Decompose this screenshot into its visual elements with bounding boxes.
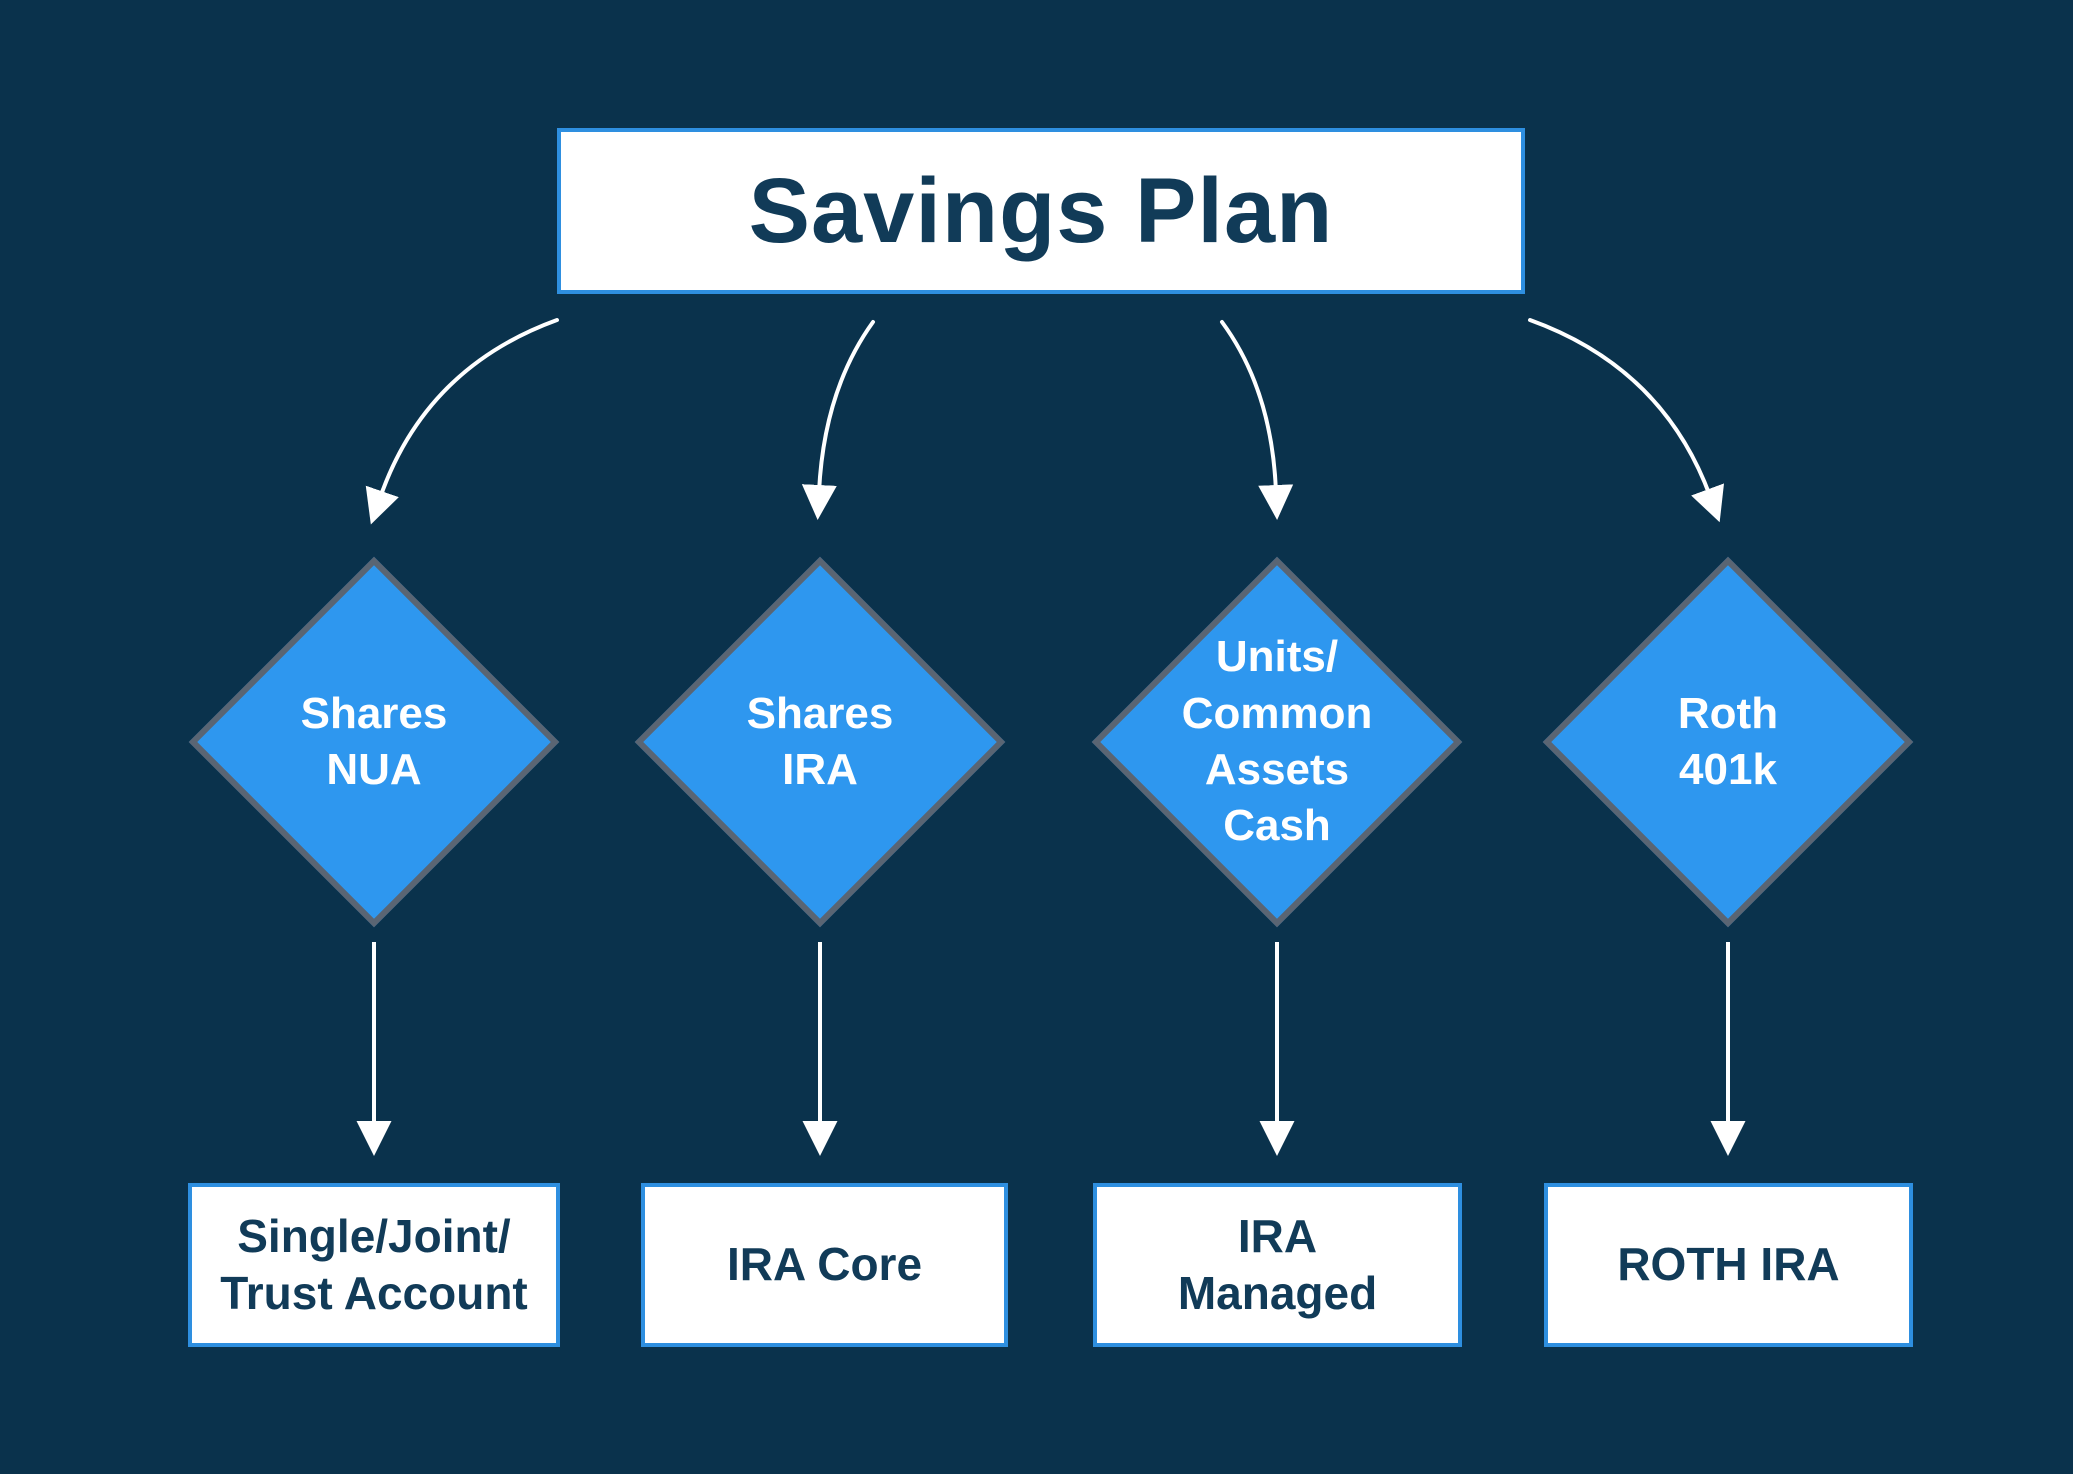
diamond-label: Shares IRA [746, 688, 894, 794]
diamond-shares-ira: Shares IRA [634, 556, 1006, 928]
box-label: Single/Joint/ Trust Account [220, 1209, 528, 1320]
box-label: IRA Core [726, 1238, 923, 1291]
diamond-label: Units/ Common Assets Cash [1181, 632, 1373, 851]
diamond-label-wrap: Shares NUA [249, 617, 499, 867]
diamond-label-wrap: Units/ Common Assets Cash [1152, 617, 1402, 867]
box-label: IRA Managed [1177, 1209, 1378, 1320]
diamond-label: Shares NUA [300, 688, 448, 794]
page-title: Savings Plan [748, 159, 1334, 262]
curved-arrow-to-roth-401k [1528, 318, 1725, 523]
diamond-roth-401k: Roth 401k [1542, 556, 1914, 928]
curved-arrow-to-shares-ira [801, 320, 875, 520]
box-single-joint-trust-account: Single/Joint/ Trust Account [188, 1183, 560, 1347]
box-ira-managed: IRA Managed [1093, 1183, 1462, 1347]
title-box: Savings Plan [557, 128, 1525, 294]
diamond-shares-nua: Shares NUA [188, 556, 560, 928]
diamond-units-common-assets-cash: Units/ Common Assets Cash [1091, 556, 1463, 928]
box-roth-ira: ROTH IRA [1544, 1183, 1913, 1347]
diamond-label: Roth 401k [1677, 688, 1779, 794]
curved-arrow-to-units-common-assets-cash [1220, 320, 1294, 520]
box-label: ROTH IRA [1617, 1238, 1840, 1291]
diamond-label-wrap: Roth 401k [1603, 617, 1853, 867]
diamond-label-wrap: Shares IRA [695, 617, 945, 867]
curved-arrow-to-shares-nua [365, 318, 559, 525]
box-ira-core: IRA Core [641, 1183, 1008, 1347]
